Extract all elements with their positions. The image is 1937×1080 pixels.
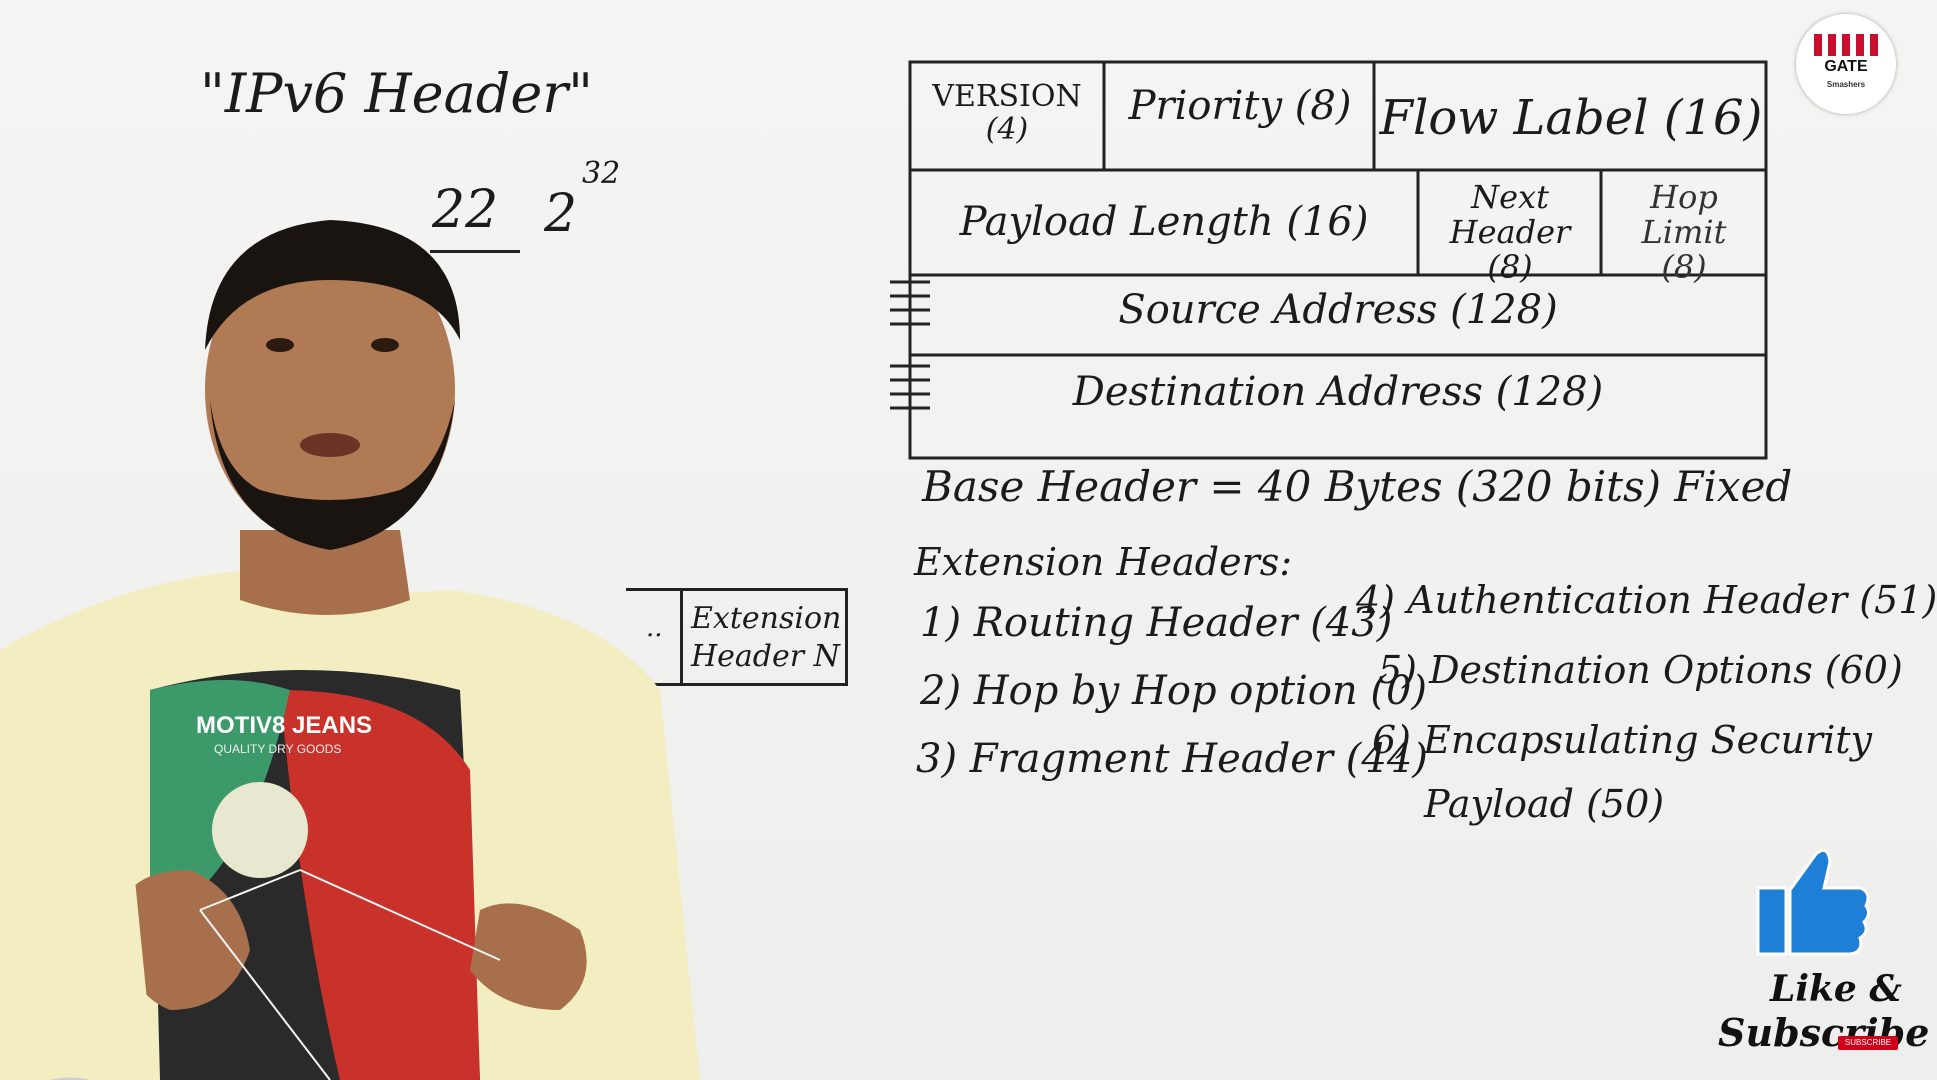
flow-label-cell: Flow Label (16) — [1379, 90, 1763, 146]
logo-bars-icon — [1814, 34, 1878, 56]
priority-cell: Priority (8) — [1128, 83, 1352, 129]
destination-address-cell: Destination Address (128) — [1072, 369, 1604, 415]
next-header-cell: Next Header (8) — [1420, 178, 1600, 287]
like-text: Like & — [1770, 968, 1902, 1010]
base-header-line: Base Header = 40 Bytes (320 bits) Fixed — [922, 462, 1793, 511]
hop-limit-bits: (8) — [1661, 248, 1707, 287]
version-cell: VERSION (4) — [912, 80, 1102, 146]
subscribe-badge[interactable]: SUBSCRIBE — [1838, 1036, 1898, 1050]
logo-name: GATE — [1824, 58, 1868, 75]
extension-header-n-box: Extension Header N — [680, 588, 848, 686]
logo-sub: Smashers — [1826, 80, 1866, 89]
next-header-label: Next Header — [1449, 178, 1571, 252]
source-address-cell: Source Address (128) — [1118, 287, 1558, 333]
ext-box-label-2: Header N — [691, 639, 840, 674]
hop-limit-label: Hop Limit — [1641, 178, 1727, 252]
payload-length-cell: Payload Length (16) — [959, 199, 1369, 245]
ext-item-4: 4) Authentication Header (51) — [1356, 578, 1937, 622]
ext-item-5: 5) Destination Options (60) — [1378, 648, 1903, 692]
power-exponent: 32 — [582, 156, 621, 191]
ext-item-6: 6) Encapsulating Security — [1372, 718, 1872, 762]
shirt-brand: MOTIV8 JEANS — [196, 712, 373, 739]
extension-heading: Extension Headers: — [914, 540, 1293, 584]
ext-item-2: 2) Hop by Hop option (0) — [920, 668, 1428, 714]
ext-item-6-cont: Payload (50) — [1424, 782, 1665, 826]
board-title: "IPv6 Header" — [200, 62, 593, 125]
channel-logo: GATE Smashers — [1796, 14, 1896, 114]
ext-item-1: 1) Routing Header (43) — [920, 600, 1393, 646]
table-lines — [890, 60, 1768, 460]
hop-limit-cell: Hop Limit (8) — [1603, 178, 1765, 287]
ext-box-dots: .. — [646, 613, 663, 643]
version-label: VERSION — [932, 79, 1082, 114]
ipv6-header-table: VERSION (4) Priority (8) Flow Label (16)… — [890, 60, 1768, 460]
digits-underline — [430, 250, 520, 253]
presenter — [0, 220, 700, 1080]
ext-box-label-1: Extension — [691, 601, 842, 636]
power-base: 2 — [544, 184, 578, 244]
next-header-bits: (8) — [1487, 248, 1533, 287]
ext-item-3: 3) Fragment Header (44) — [916, 736, 1428, 782]
shirt-sub: QUALITY DRY GOODS — [214, 742, 342, 756]
thumbs-up-icon — [1756, 848, 1871, 956]
partial-digits: 22 — [432, 180, 499, 240]
version-bits: (4) — [985, 112, 1029, 147]
